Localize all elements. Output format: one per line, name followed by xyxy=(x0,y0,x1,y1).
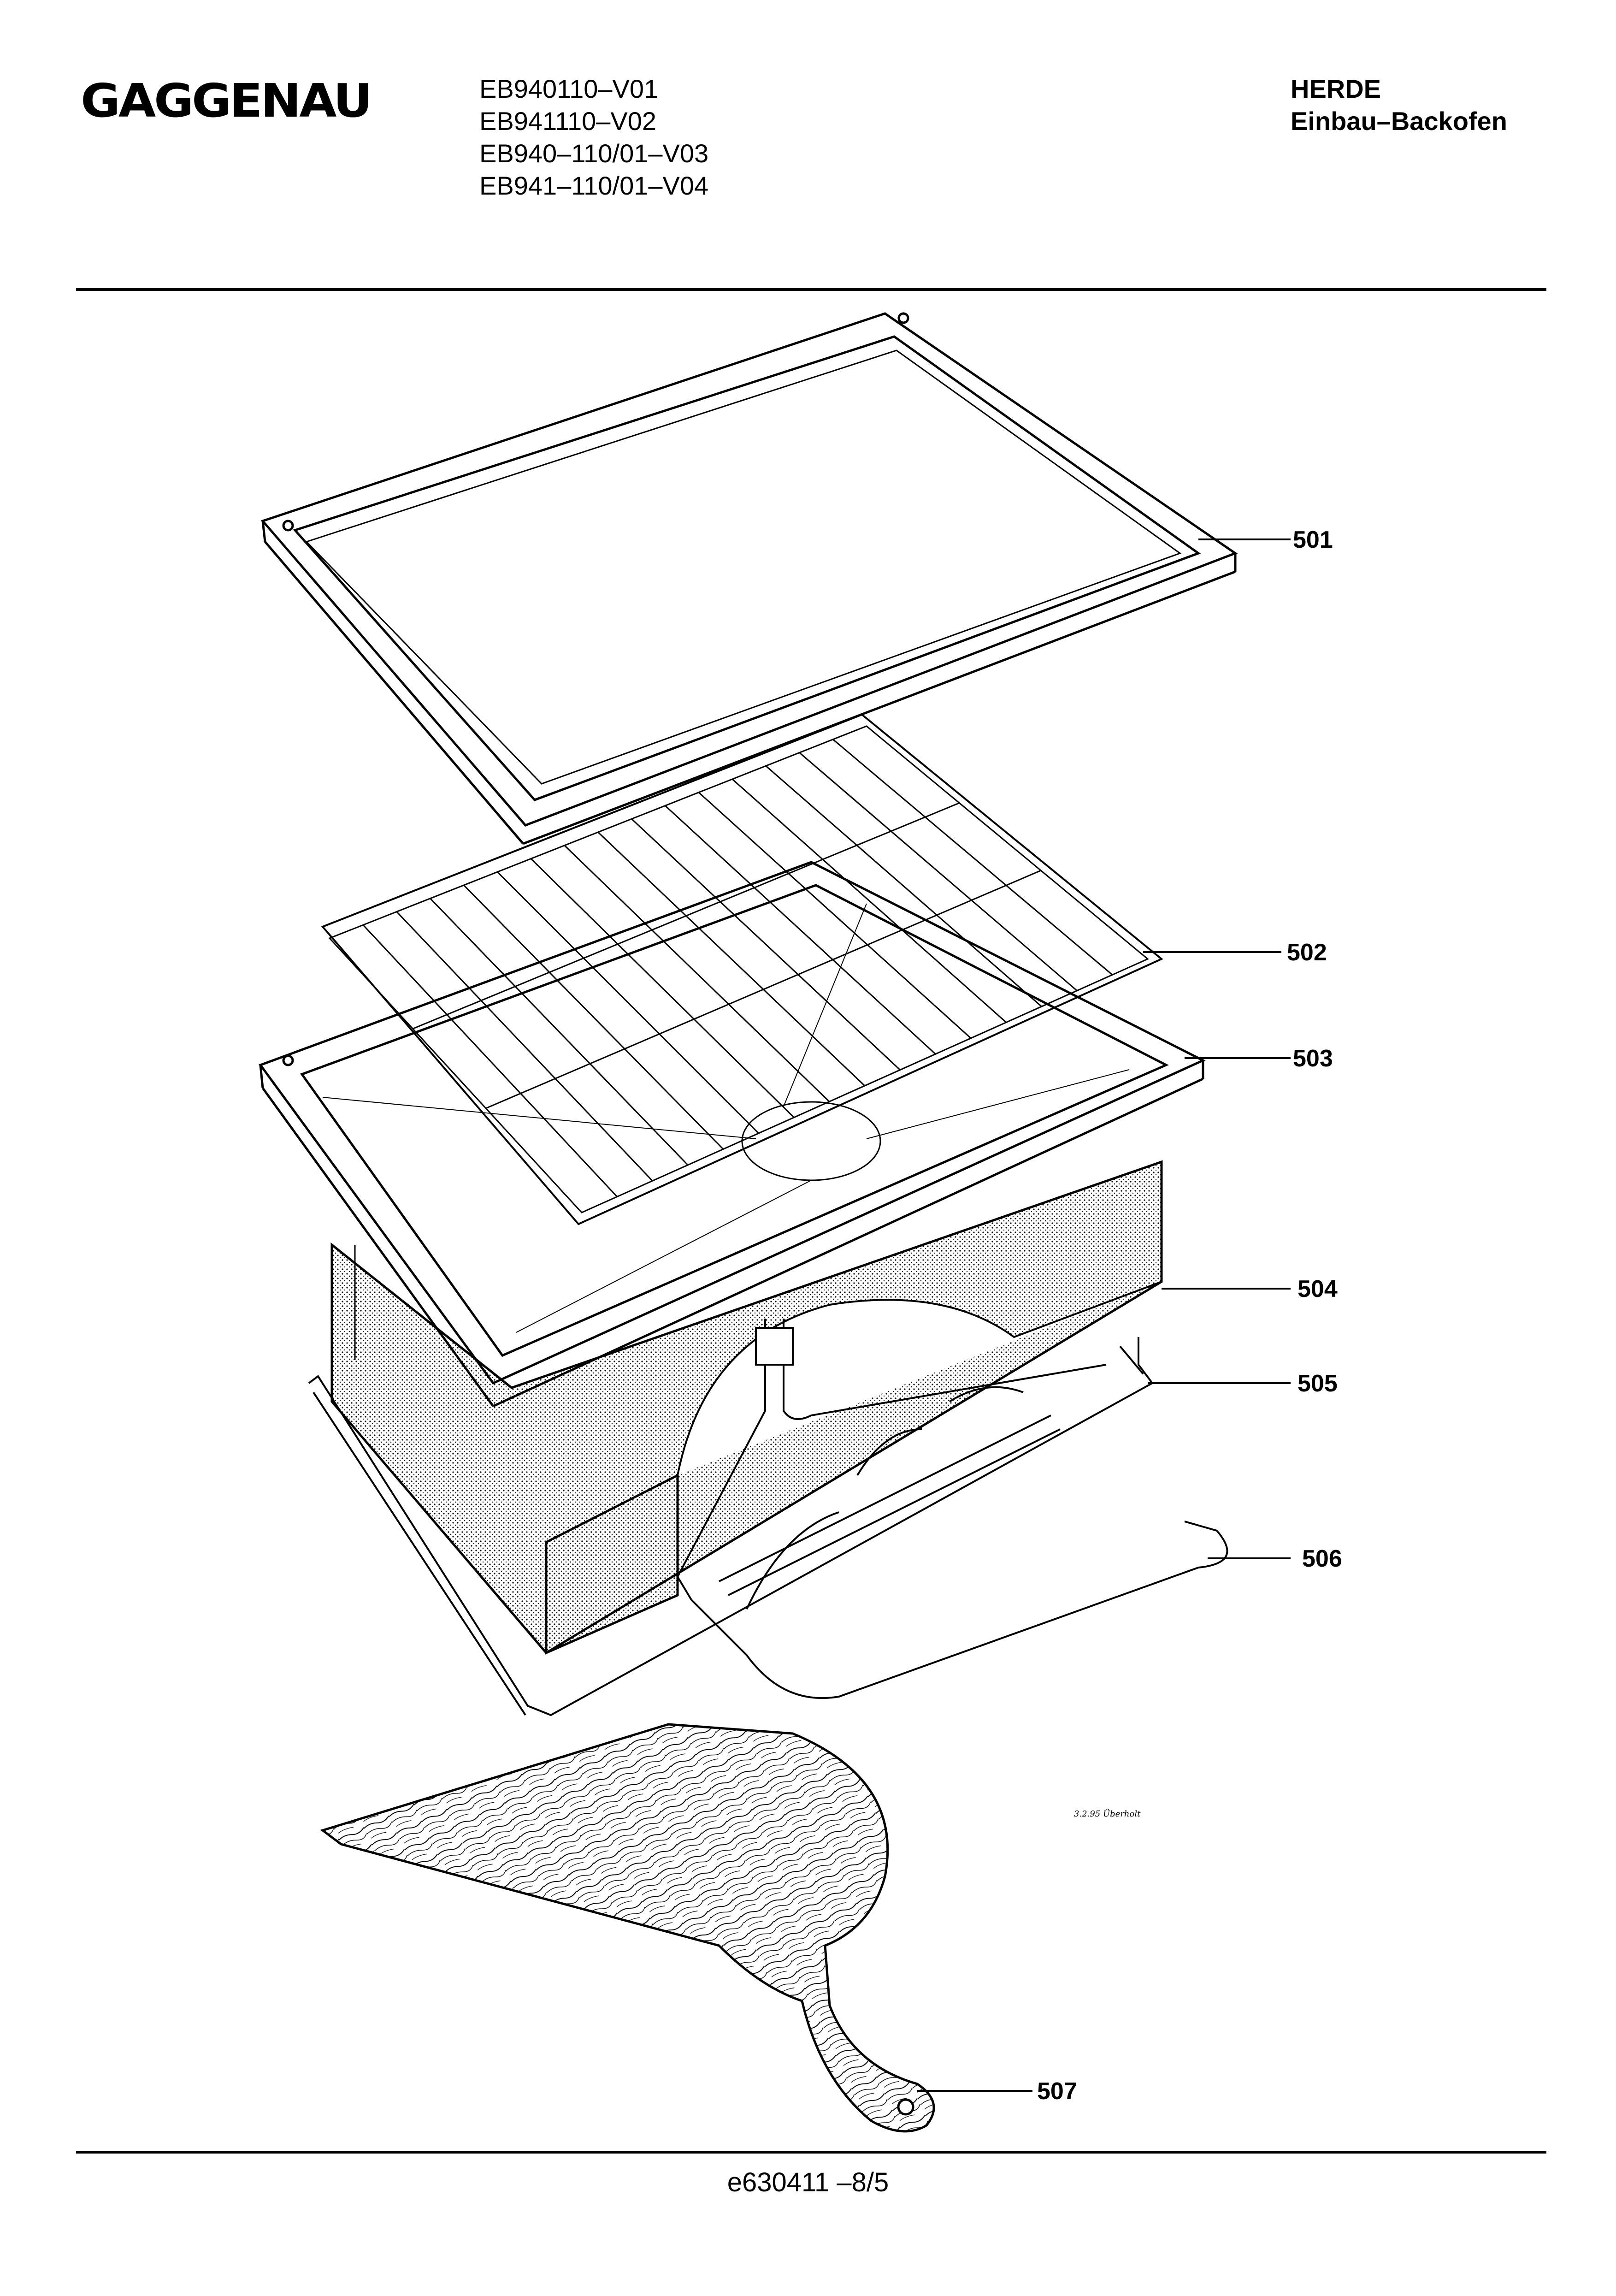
product-category: HERDE Einbau–Backofen xyxy=(1291,73,1507,137)
model-number: EB940–110/01–V03 xyxy=(479,139,709,168)
drawing-signature: 3.2.95 Überholt xyxy=(1074,1808,1141,1819)
rack-cross-bar xyxy=(485,870,1041,1109)
rack-bar xyxy=(731,778,1007,1023)
part-504-stone-block xyxy=(330,1160,1163,1655)
rack-bar xyxy=(665,805,936,1055)
callout-leaders xyxy=(917,538,1291,2092)
rack-bar xyxy=(597,831,866,1087)
rack-bar xyxy=(765,765,1042,1007)
callout-504: 504 xyxy=(1298,1276,1338,1302)
footer-divider xyxy=(76,2151,1546,2154)
model-number: EB940110–V01 xyxy=(479,74,659,103)
header-divider xyxy=(76,288,1546,291)
callout-507: 507 xyxy=(1037,2078,1077,2105)
rack-bar xyxy=(799,752,1078,991)
rack-bar xyxy=(832,739,1113,976)
callout-502: 502 xyxy=(1287,939,1327,966)
category-title: HERDE xyxy=(1291,74,1381,103)
callout-503: 503 xyxy=(1293,1045,1333,1072)
callout-505: 505 xyxy=(1298,1370,1338,1397)
rack-cross-bar xyxy=(412,802,960,1030)
category-subtitle: Einbau–Backofen xyxy=(1291,107,1507,136)
part-503-roasting-pan xyxy=(259,861,1206,1408)
model-number: EB941110–V02 xyxy=(479,107,657,136)
part-501-baking-tray xyxy=(260,312,1238,845)
part-502-wire-rack xyxy=(321,713,1163,1225)
model-list: EB940110–V01 EB941110–V02 EB940–110/01–V… xyxy=(479,73,708,202)
rack-bar xyxy=(564,845,830,1102)
rack-bar xyxy=(430,898,689,1166)
rack-bar xyxy=(362,924,618,1197)
rack-bar xyxy=(698,792,972,1039)
document-code: e630411 –8/5 xyxy=(727,2167,889,2197)
rack-bar xyxy=(497,871,759,1134)
callout-501: 501 xyxy=(1293,527,1333,553)
model-number: EB941–110/01–V04 xyxy=(479,171,709,200)
callout-labels: 501 502 503 504 505 506 507 xyxy=(1037,527,1342,2105)
part-506-heating-element xyxy=(676,1319,1228,1699)
rack-bar xyxy=(463,884,724,1150)
part-505-support-frame xyxy=(308,1337,1154,1716)
rack-bar xyxy=(396,911,653,1182)
part-507-pizza-peel xyxy=(320,1723,935,2133)
rack-bar xyxy=(631,818,901,1071)
rack-bar xyxy=(530,858,795,1118)
brand-logo: GAGGENAU xyxy=(81,74,372,128)
callout-506: 506 xyxy=(1302,1545,1342,1572)
